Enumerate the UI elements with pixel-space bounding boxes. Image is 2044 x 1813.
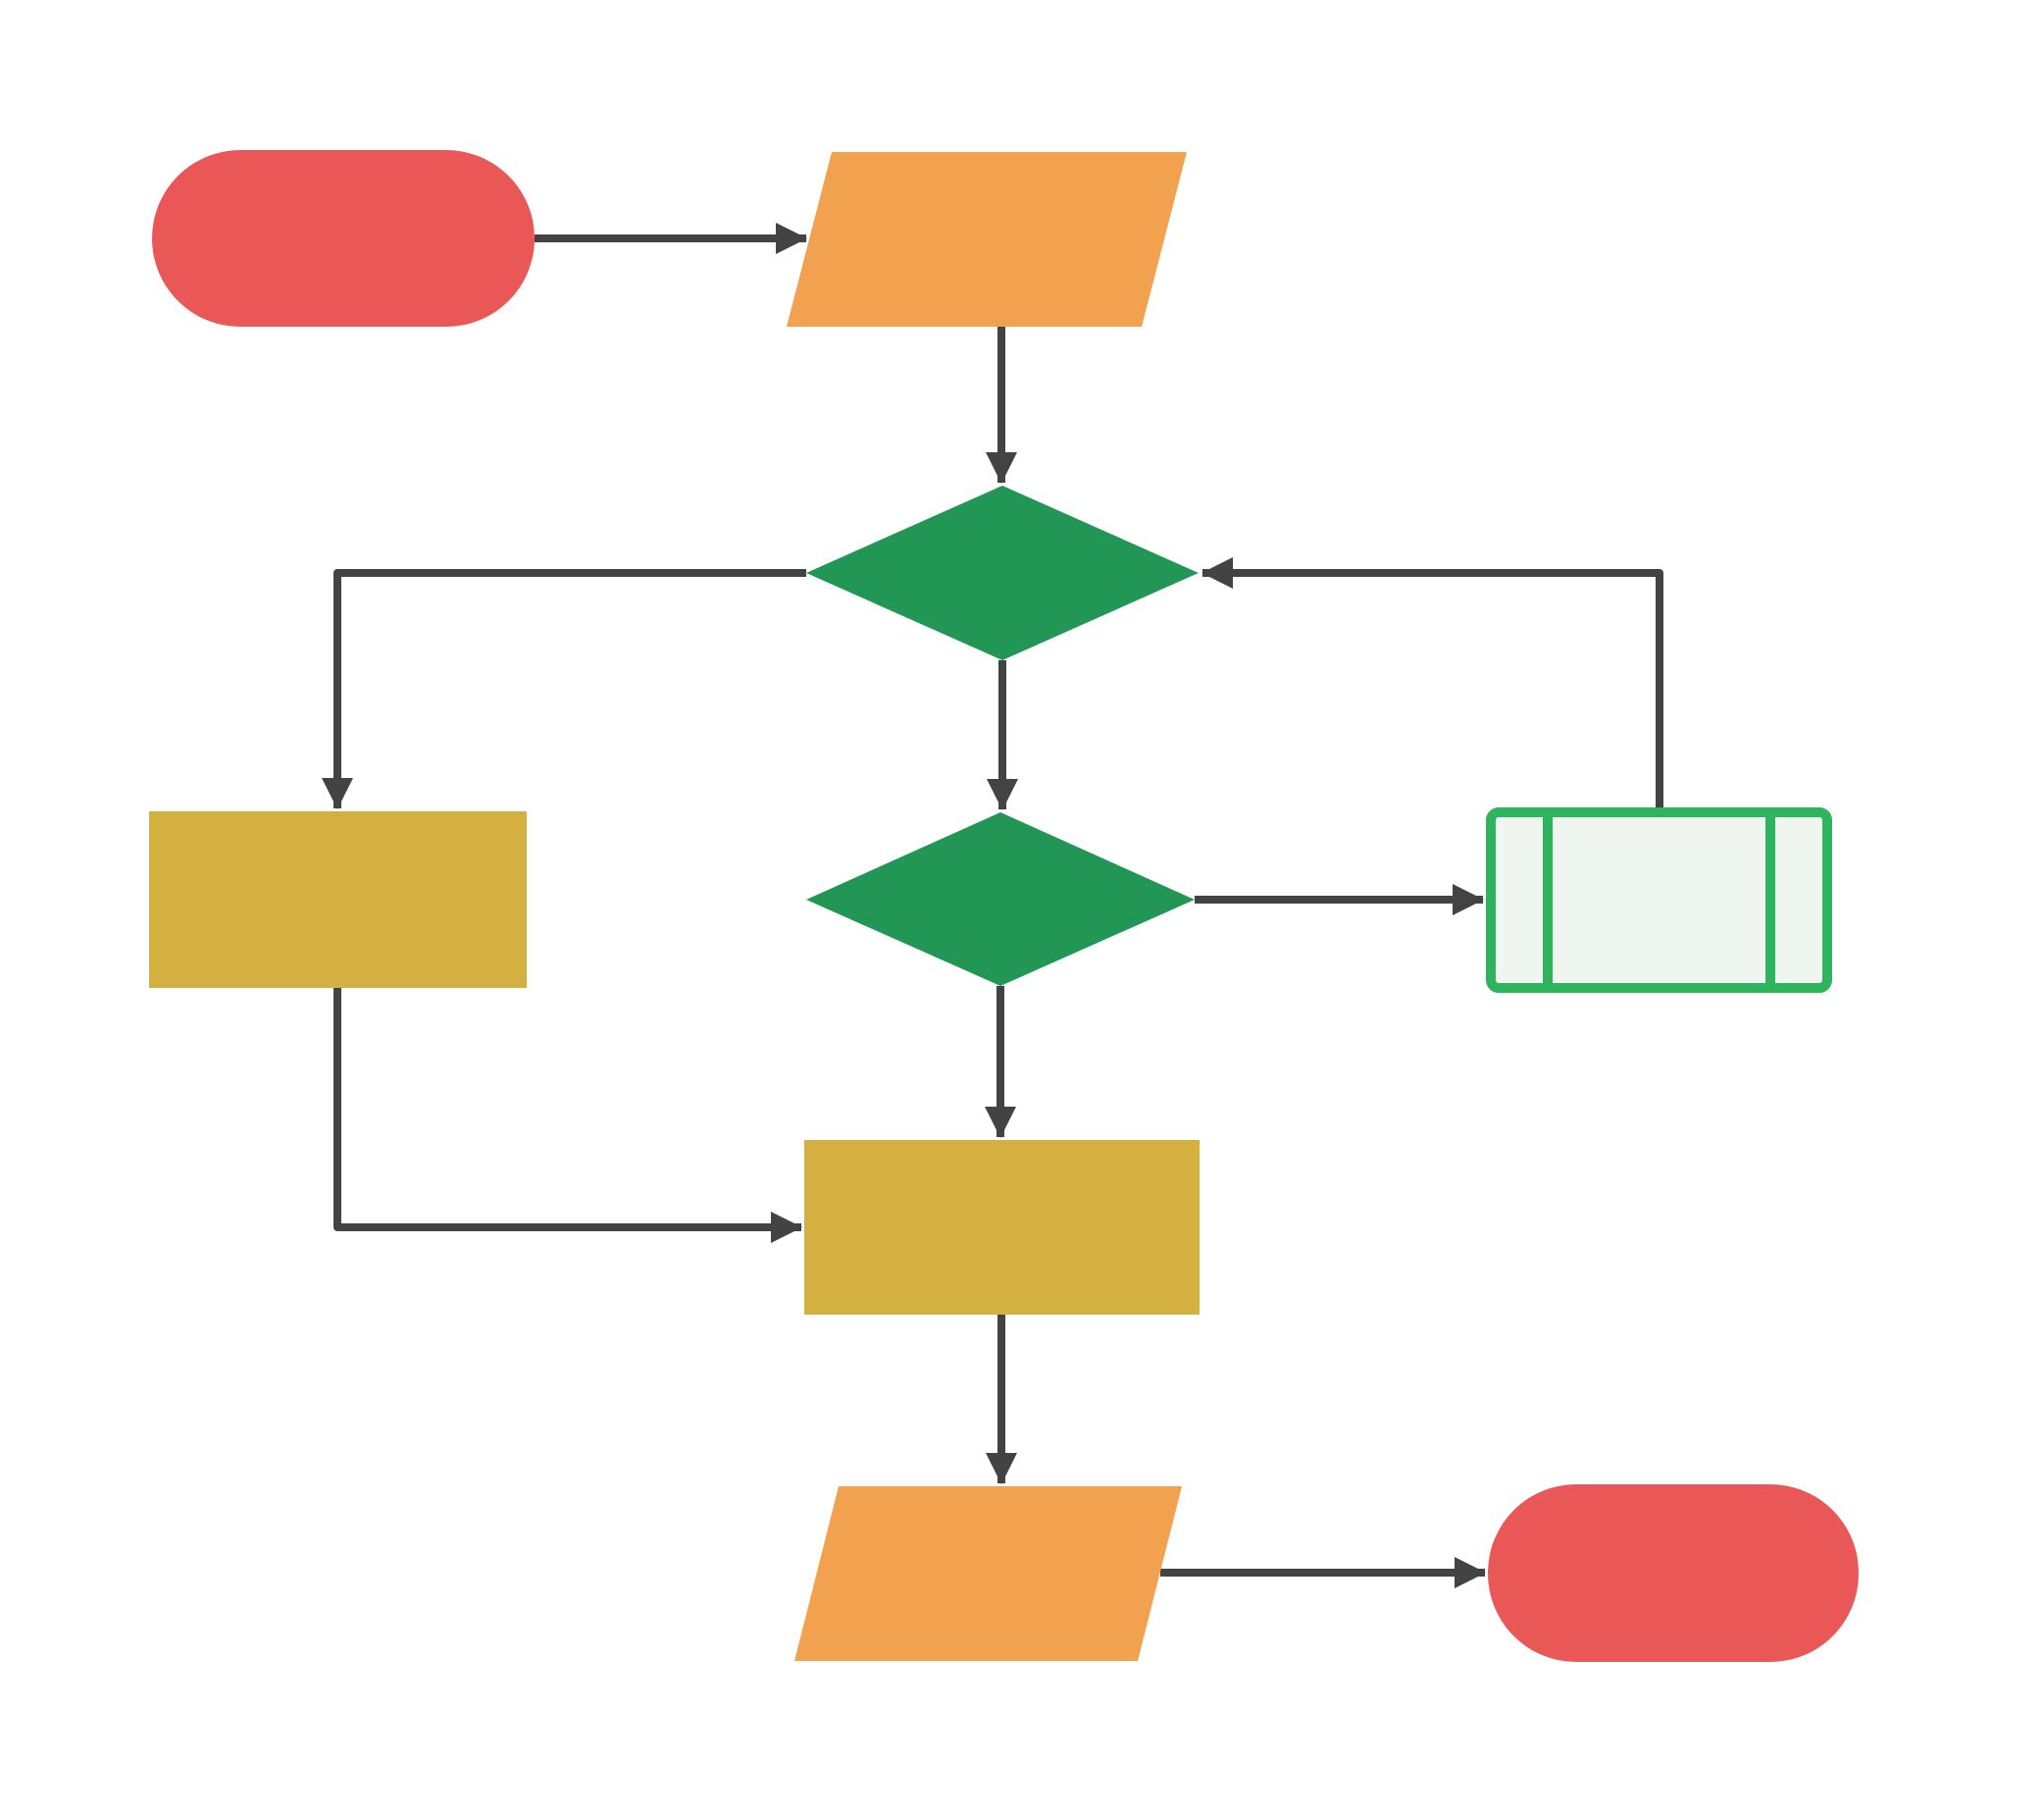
node-process-center[interactable] bbox=[804, 1140, 1200, 1315]
connector-decision1-to-process-left[interactable] bbox=[322, 569, 806, 809]
subroutine-fill bbox=[1491, 812, 1827, 988]
subroutine-border bbox=[1486, 807, 1832, 993]
node-decision1-diamond[interactable] bbox=[806, 486, 1199, 660]
node-decision2-diamond[interactable] bbox=[806, 812, 1195, 986]
node-process-left[interactable] bbox=[149, 811, 527, 988]
node-subroutine-predefined-process[interactable] bbox=[1486, 807, 1832, 993]
node-end-terminator[interactable] bbox=[1488, 1484, 1859, 1662]
node-start-terminator[interactable] bbox=[152, 150, 535, 327]
connector-subroutine-to-decision1[interactable] bbox=[1201, 557, 1663, 807]
node-output1-data[interactable] bbox=[794, 1486, 1182, 1661]
connector-process-left-to-process-center[interactable] bbox=[333, 988, 802, 1243]
node-input1-data[interactable] bbox=[787, 152, 1187, 327]
